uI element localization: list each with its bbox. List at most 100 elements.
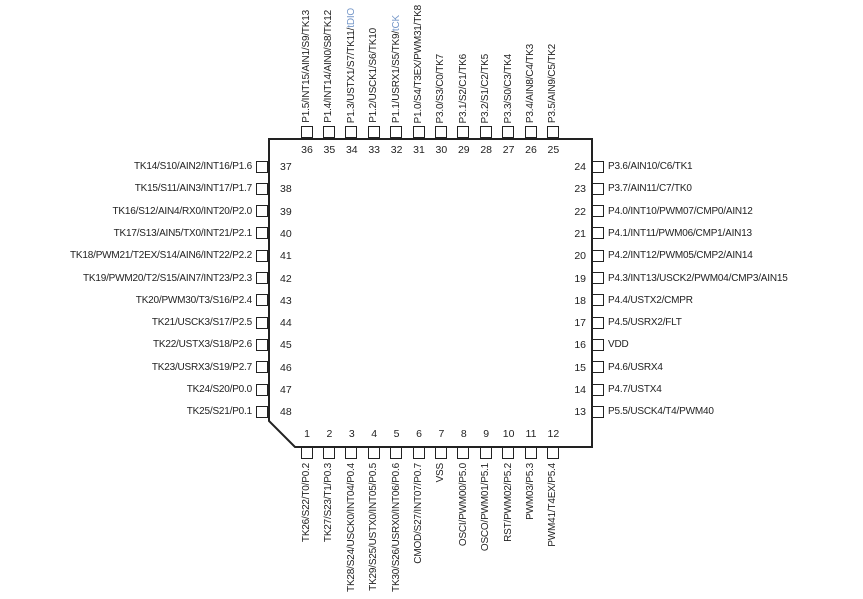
pin-label-text: VDD	[608, 339, 629, 351]
pin-square	[457, 126, 470, 138]
chip-body-outline	[268, 138, 593, 448]
pin-label: P1.1/USRX1/S5/TK9/tCK	[390, 15, 403, 123]
pin-number: 34	[345, 144, 358, 156]
pin-label-text: TK26/S22/T0/P0.2	[301, 463, 312, 543]
pin-square	[256, 227, 268, 240]
pin-number: 6	[416, 428, 422, 440]
pin-label: TK23/USRX3/S19/P2.7	[152, 361, 252, 374]
pin-label-text: TK19/PWM20/T2/S15/AIN7/INT23/P2.3	[82, 272, 252, 284]
pin-label-text: P4.2/INT12/PWM05/CMP2/AIN14	[608, 250, 753, 262]
chip-body	[268, 138, 593, 448]
pin-label-text: TK23/USRX3/S19/P2.7	[151, 361, 252, 373]
pin-number: 41	[280, 250, 292, 263]
pin-label-text: TK27/S23/T1/P0.3	[323, 463, 335, 543]
pin-label-text: PWM03/P5.3	[525, 463, 536, 520]
pin-number: 18	[574, 294, 586, 307]
pin-number: 28	[480, 144, 493, 156]
pin-number: 8	[460, 428, 467, 440]
pin-square	[592, 205, 604, 218]
pin-label-text: P3.3/S0/C3/TK4	[502, 53, 514, 123]
pin-square	[256, 205, 268, 218]
pin-square	[367, 126, 380, 138]
pin-label: P3.6/AIN10/C6/TK1	[608, 160, 693, 173]
pin-label: TK15/S11/AIN3/INT17/P1.7	[135, 182, 253, 195]
pin-label: PWM41/T4EX/P5.4	[546, 463, 559, 547]
pin-square	[592, 249, 604, 262]
pin-square	[592, 160, 604, 173]
pin-label-text: P4.5/USRX2/FLT	[608, 317, 682, 329]
pin-label-text: P1.3/USTX1/S7/TK11/	[345, 27, 357, 123]
pin-square	[592, 272, 604, 284]
pin-label-text: P5.5/USCK4/T4/PWM40	[608, 406, 714, 418]
pin-label: TK22/USTX3/S18/P2.6	[153, 338, 252, 351]
pin-label: TK26/S22/T0/P0.2	[300, 463, 313, 542]
pin-label: P3.0/S3/C0/TK7	[434, 54, 447, 123]
pin-label: TK19/PWM20/T2/S15/AIN7/INT23/P2.3	[83, 272, 252, 285]
pin-label-text: OSCI/PWM00/P5.0	[457, 463, 469, 547]
pin-square	[592, 405, 604, 418]
pin-label: TK29/S25/USTX0/INT05/P0.5	[367, 463, 380, 591]
pin-label-text: P1.2/USCK1/S6/TK10	[368, 28, 380, 123]
pin-number: 38	[280, 183, 292, 196]
pin-square	[434, 447, 447, 459]
pin-label: VSS	[434, 463, 447, 482]
pin-square	[256, 383, 268, 396]
pin-label-text: P4.4/USTX2/CMPR	[608, 294, 693, 306]
pin-label: P1.5/INT15/AIN1/S9/TK13	[300, 10, 313, 123]
pin-number: 45	[280, 339, 292, 352]
pin-square	[592, 383, 604, 396]
pin-square	[434, 126, 447, 138]
pin-square	[502, 447, 515, 459]
pin-number: 14	[574, 384, 586, 396]
pin-number: 29	[457, 144, 470, 156]
pin-number: 4	[371, 428, 378, 440]
pin-square	[300, 447, 313, 459]
pin-label-text: TK28/S24/USCK0/INT04/P0.4	[345, 463, 357, 592]
pin-label-text: P4.7/USTX4	[608, 384, 662, 395]
pin-number: 42	[280, 272, 292, 285]
pin-number: 31	[413, 144, 425, 156]
pin-number: 3	[348, 428, 355, 440]
pin-square	[256, 249, 268, 262]
pin-label-text: P4.3/INT13/USCK2/PWM04/CMP3/AIN15	[608, 272, 788, 284]
pin-number: 43	[280, 294, 292, 307]
pin-number: 23	[574, 183, 586, 196]
pin-square	[256, 405, 268, 418]
pin-label-alt: tDIO	[345, 7, 357, 28]
pin-square	[256, 160, 268, 173]
pin-label: TK16/S12/AIN4/RX0/INT20/P2.0	[113, 205, 253, 218]
pin-label-text: P3.7/AIN11/C7/TK0	[608, 183, 692, 195]
pin-number: 10	[502, 428, 515, 440]
pin-label: TK18/PWM21/T2EX/S14/AIN6/INT22/P2.2	[70, 249, 252, 262]
pin-label-text: P3.1/S2/C1/TK6	[457, 53, 469, 123]
pin-label-alt: tCK	[390, 14, 402, 31]
pin-square	[412, 126, 425, 138]
pin-square	[345, 126, 358, 138]
pin-number: 21	[574, 227, 586, 240]
pin-label-text: TK30/S26/USRX0/INT06/P0.6	[390, 463, 402, 592]
pin-square	[256, 294, 268, 307]
pin-square	[322, 447, 335, 459]
pin-number: 15	[574, 361, 586, 374]
pin-label: VDD	[608, 338, 629, 351]
pin-square	[479, 447, 492, 459]
pin-square	[592, 361, 604, 374]
pin-label-text: TK14/S10/AIN2/INT16/P1.6	[133, 161, 252, 172]
pin-number: 35	[323, 144, 336, 156]
pin-label: TK28/S24/USCK0/INT04/P0.4	[345, 463, 358, 592]
pin-label-text: TK17/S13/AIN5/TX0/INT21/P2.1	[113, 227, 253, 239]
pin-label: TK17/S13/AIN5/TX0/INT21/P2.1	[113, 227, 253, 240]
pin-number: 24	[574, 161, 586, 173]
pin-label: P3.1/S2/C1/TK6	[457, 54, 470, 123]
pin-square	[457, 447, 470, 459]
pin-number: 27	[502, 144, 515, 156]
pin-label-text: TK25/S21/P0.1	[186, 406, 252, 418]
pin-square	[256, 272, 268, 284]
pin-label: P3.5/AIN9/C5/TK2	[546, 44, 559, 123]
pin-label-text: RST/PWM02/P5.2	[502, 463, 514, 542]
pin-label: OSCO/PWM01/P5.1	[479, 463, 492, 551]
pin-number: 16	[574, 339, 586, 352]
pin-label-text: P1.1/USRX1/S5/TK9/	[390, 30, 402, 123]
pin-label: P3.2/S1/C2/TK5	[479, 54, 492, 123]
